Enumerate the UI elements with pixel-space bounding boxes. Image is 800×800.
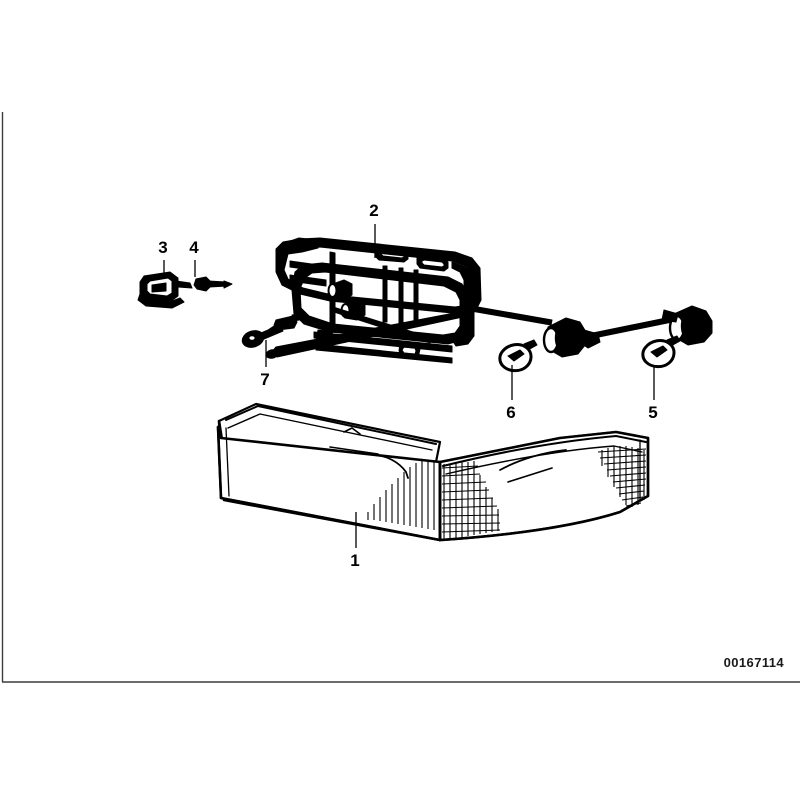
lens-left-seam-2	[329, 446, 379, 455]
callout-3[interactable]: 3	[158, 238, 168, 276]
callout-6-number: 6	[506, 403, 515, 422]
lens-left-end-inner	[225, 427, 230, 497]
bulb-right-filament	[650, 345, 668, 358]
bracket-arm	[175, 280, 193, 289]
part-housing-lamp-body[interactable]	[265, 237, 482, 364]
socket-right-ring-3	[691, 311, 705, 337]
callout-4[interactable]: 4	[189, 238, 199, 277]
part-lens-turn-indicator[interactable]	[216, 402, 650, 542]
bracket-foot	[137, 293, 185, 309]
callout-5[interactable]: 5	[648, 365, 658, 422]
callout-2-number: 2	[369, 201, 378, 220]
lens-grid-texture-corner	[441, 461, 501, 540]
part-bulb-left[interactable]	[498, 339, 538, 373]
lens-left-end-cap	[216, 425, 223, 500]
part-expanding-nut[interactable]	[240, 313, 305, 350]
lens-left-seam	[372, 454, 409, 479]
housing-bottom-tab-right	[398, 341, 421, 359]
housing-divider-center-c	[413, 269, 419, 327]
housing-right-post	[451, 261, 475, 347]
diagram-id-label: 00167114	[724, 655, 785, 670]
expanding-nut-bore	[247, 334, 257, 342]
screw-head	[193, 276, 211, 292]
bulb-right-base	[666, 335, 681, 347]
socket-right-tail	[661, 309, 679, 323]
housing-top-tab-right	[416, 254, 449, 272]
lens-left-top-inner-line	[227, 413, 433, 451]
socket-left-tail	[581, 329, 601, 349]
part-bulb-socket-left[interactable]	[542, 317, 601, 358]
lens-right-highlight	[507, 467, 553, 483]
callout-7-number: 7	[260, 370, 269, 389]
part-bracket-clip[interactable]	[137, 271, 193, 309]
housing-socket-bore-upper	[327, 279, 353, 301]
callout-4-number: 4	[189, 238, 199, 257]
lens-left-bottom-contour	[219, 496, 442, 542]
callout-layer: 1 2 3 4 5 6	[158, 201, 657, 570]
callout-1-number: 1	[350, 551, 359, 570]
part-bulb-right[interactable]	[641, 335, 681, 369]
housing-left-rib-upper	[289, 260, 327, 273]
callout-6[interactable]: 6	[506, 365, 516, 422]
housing-left-endplate	[281, 237, 319, 255]
page-border	[1, 112, 800, 683]
callout-2[interactable]: 2	[369, 201, 379, 258]
callout-1[interactable]: 1	[350, 512, 360, 570]
callout-3-number: 3	[158, 238, 167, 257]
housing-divider-center-a	[382, 265, 388, 323]
callout-7[interactable]: 7	[260, 340, 270, 389]
lens-right-top-edge-line	[442, 435, 647, 467]
callout-5-number: 5	[648, 403, 657, 422]
bracket-inner-slot	[151, 282, 167, 293]
screw-tip	[223, 280, 233, 289]
expanding-nut-tip	[291, 313, 305, 322]
bulb-left-base	[523, 339, 538, 351]
housing-cross-strut	[330, 306, 433, 344]
lens-left-top-edge-line	[225, 405, 437, 445]
part-bulb-socket-right[interactable]	[661, 305, 713, 346]
socket-left-ring-1	[542, 326, 560, 354]
lens-top-notch	[343, 427, 361, 435]
wire-lead-left	[470, 305, 553, 326]
lens-rib-texture-left	[367, 461, 435, 530]
part-screw-fastener[interactable]	[193, 276, 233, 292]
socket-left-ring-3	[565, 323, 579, 349]
housing-left-rib-lower	[289, 274, 327, 287]
lens-right-seam	[499, 449, 567, 471]
housing-divider-center-b	[398, 267, 404, 325]
bulb-left-filament	[507, 349, 525, 362]
lens-right-bottom-contour	[440, 494, 650, 542]
